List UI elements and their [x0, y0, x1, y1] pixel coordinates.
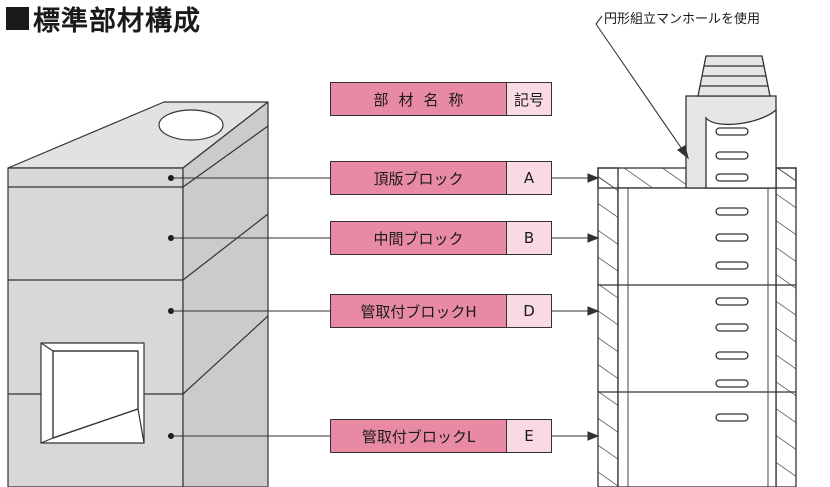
wall-right — [775, 167, 797, 487]
block-side-face — [182, 101, 269, 487]
member-code-a: A — [506, 161, 552, 195]
label-row-b: 中間ブロック B — [330, 221, 552, 255]
member-name-b: 中間ブロック — [330, 221, 506, 255]
cross-section — [597, 55, 797, 487]
note-pointer — [595, 15, 689, 160]
label-row-a: 頂版ブロック A — [330, 161, 552, 195]
leader-lines — [168, 175, 330, 439]
label-row-e: 管取付ブロックL E — [330, 419, 552, 453]
block-stack — [7, 101, 269, 487]
member-name-e: 管取付ブロックL — [330, 419, 506, 453]
member-code-b: B — [506, 221, 552, 255]
label-row-d: 管取付ブロックH D — [330, 294, 552, 328]
member-name-d: 管取付ブロックH — [330, 294, 506, 328]
member-code-e: E — [506, 419, 552, 453]
label-header-row: 部材名称 記号 — [330, 82, 552, 116]
arrows — [552, 173, 600, 441]
page-title: 標準部材構成 — [6, 1, 201, 37]
member-code-d: D — [506, 294, 552, 328]
member-name-a: 頂版ブロック — [330, 161, 506, 195]
wall-left — [597, 167, 619, 487]
header-code-cell: 記号 — [506, 82, 552, 116]
title-text: 標準部材構成 — [33, 5, 201, 37]
title-square-icon — [6, 6, 29, 30]
header-name-cell: 部材名称 — [330, 82, 506, 116]
manhole-note: 円形組立マンホールを使用 — [604, 12, 761, 27]
block-top-opening — [158, 109, 224, 141]
